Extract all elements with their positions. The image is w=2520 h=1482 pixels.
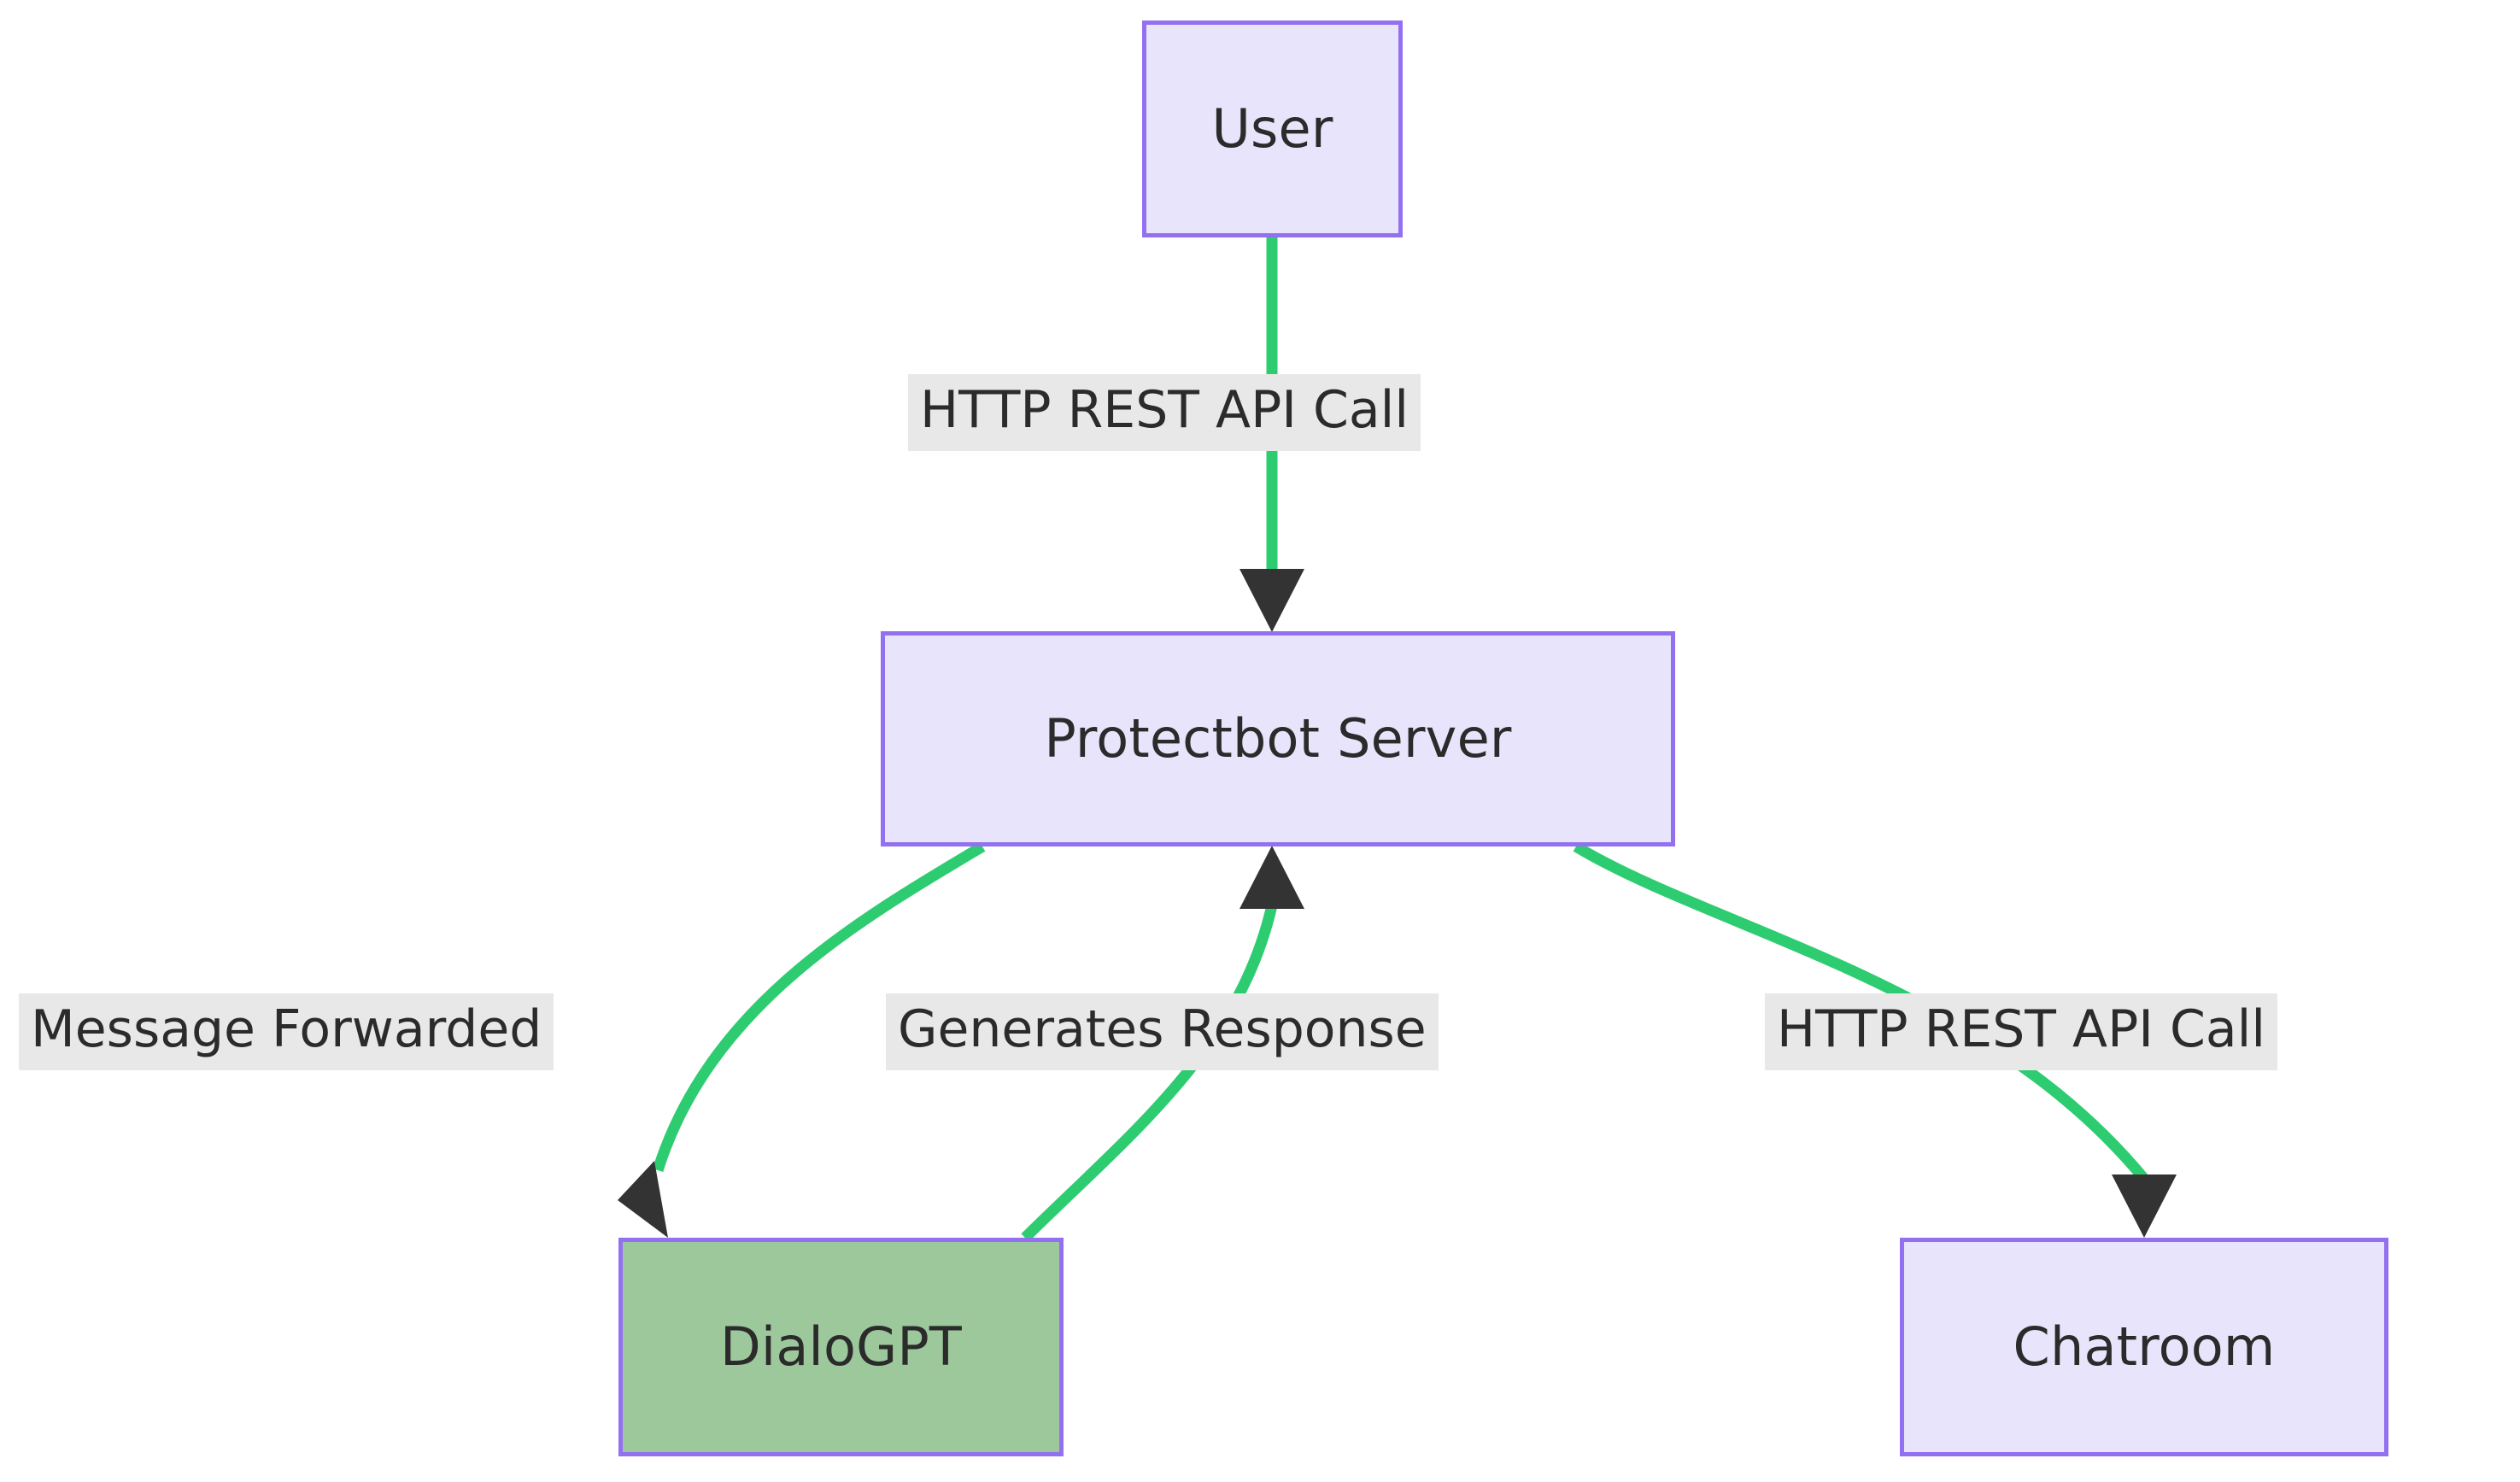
node-chatroom-label: Chatroom [2013, 1315, 2276, 1378]
node-user-label: User [1211, 97, 1333, 160]
arrowhead-up-server [1239, 846, 1304, 909]
edge-label-server-to-chatroom: HTTP REST API Call [1765, 993, 2278, 1070]
node-protectbot-server[interactable]: Protectbot Server [881, 631, 1675, 846]
node-dialogpt[interactable]: DialoGPT [618, 1238, 1064, 1456]
node-dialogpt-label: DialoGPT [719, 1315, 963, 1378]
edge-label-server-to-dialogpt: Message Forwarded [19, 993, 554, 1070]
arrowhead-down-chatroom [2112, 1174, 2177, 1238]
arrowhead-down-dialogpt [618, 1161, 668, 1238]
node-chatroom[interactable]: Chatroom [1900, 1238, 2388, 1456]
node-user[interactable]: User [1142, 21, 1403, 237]
edge-label-dialogpt-to-server: Generates Response [886, 993, 1439, 1070]
arrowhead-down-server [1239, 569, 1304, 632]
node-protectbot-server-label: Protectbot Server [1044, 707, 1512, 770]
edge-label-user-to-server: HTTP REST API Call [908, 374, 1421, 451]
